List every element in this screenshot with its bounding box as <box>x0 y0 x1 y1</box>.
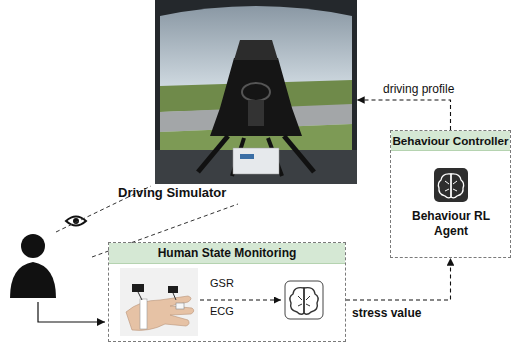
agent-label: Behaviour RL Agent <box>406 209 496 239</box>
agent-box: Behaviour RL Agent <box>406 209 496 239</box>
panel-header: Human State Monitoring <box>109 243 345 264</box>
signal-name: GSR <box>210 277 234 289</box>
panel-header: Behaviour Controller <box>391 131 510 151</box>
agent-brain-icon <box>434 168 468 202</box>
group-panel: Human State Monitoring <box>108 242 346 342</box>
signal-name: ECG <box>210 305 234 317</box>
sensing-arrow <box>38 302 105 322</box>
hand-sensor-photo <box>120 268 198 336</box>
brain-icon <box>285 281 323 319</box>
person-icon <box>10 234 56 298</box>
simulator-frame: Driving Simulator <box>155 0 357 184</box>
flow-arrow <box>357 100 451 130</box>
node-title: Driving Simulator <box>118 185 226 200</box>
flow-arrow <box>346 258 451 300</box>
edge-label: driving profile <box>381 82 456 96</box>
edge-label: stress value <box>350 306 423 320</box>
eye-icon <box>66 217 86 226</box>
group-panel: Behaviour ControllerBehaviour RL Agent <box>390 130 511 258</box>
signal-arrow <box>200 300 281 301</box>
simulator-photo <box>155 0 357 184</box>
